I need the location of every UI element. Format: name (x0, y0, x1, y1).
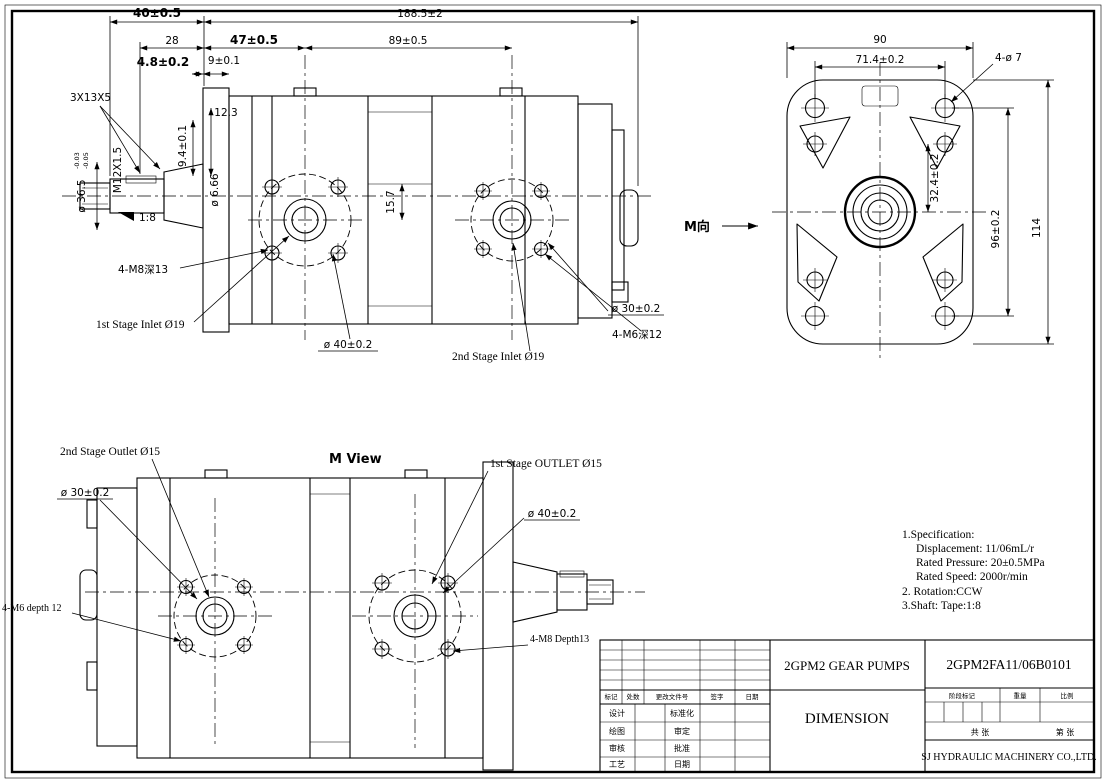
note-line-5: 2. Rotation:CCW (902, 586, 983, 598)
sheet-title: DIMENSION (805, 711, 889, 727)
row-check: 审核 (609, 743, 625, 753)
dim-40: 40±0.5 (133, 6, 181, 20)
view-direction-label: M向 (684, 219, 710, 235)
dim-15-7: 15.7 (385, 190, 397, 213)
inlet1-label: 1st Stage Inlet Ø19 (96, 319, 185, 331)
row-date: 日期 (674, 760, 690, 769)
dim-47: 47±0.5 (230, 33, 278, 47)
dim-12-3: 12.3 (214, 107, 237, 119)
shaft-tolerance-lower: -0.05 (82, 152, 90, 169)
stage2-outlet-port (173, 574, 257, 658)
col-sign: 签字 (711, 692, 725, 701)
drawing-number: 2GPM2FA11/06B0101 (946, 657, 1071, 672)
row-draw: 绘图 (609, 726, 625, 736)
note-line-3: Rated Pressure: 20±0.5MPa (916, 557, 1045, 569)
m-view-title: M View (329, 452, 382, 467)
dim-90: 90 (873, 34, 886, 46)
shaft-bore-circles (843, 175, 917, 249)
m-port2-diameter-label: ø 30±0.2 (61, 487, 110, 499)
dim-89: 89±0.5 (389, 35, 428, 47)
view-direction-marker: M向 (684, 219, 758, 235)
note-line-2: Displacement: 11/06mL/r (916, 543, 1034, 555)
note-line-6: 3.Shaft: Tape:1:8 (902, 600, 981, 612)
port1-diameter-label: ø 40±0.2 (324, 339, 373, 351)
flange-view-dimensions: 90 71.4±0.2 4-ø 7 32.4±0.2 96±0.2 114 (786, 34, 1054, 345)
inner-tapped-holes (803, 132, 957, 292)
row-process: 工艺 (609, 760, 625, 769)
stage-mark-header: 阶段标记 (949, 691, 976, 700)
keyway-label: 3X13X5 (70, 92, 111, 104)
m-view-body-profile (79, 461, 514, 771)
m-tap-m8-label: 4-M8 Depth13 (530, 634, 589, 645)
scale-header: 比例 (1061, 691, 1074, 700)
dim-114: 114 (1031, 218, 1043, 238)
m-view-labels: 2nd Stage Outlet Ø15 M View 1st Stage OU… (2, 446, 602, 653)
row-ratify: 批准 (674, 743, 690, 753)
m-port1-diameter-label: ø 40±0.2 (528, 508, 577, 520)
dim-96: 96±0.2 (990, 210, 1002, 249)
dim-9-4: 9.4±0.1 (177, 125, 189, 167)
port2-diameter-label: ø 30±0.2 (612, 303, 661, 315)
shaft-tolerance-upper: -0.03 (73, 152, 81, 169)
company-name: SJ HYDRAULIC MACHINERY CO.,LTD. (921, 752, 1096, 763)
row-standardization: 标准化 (670, 708, 694, 718)
sheet-number: 第 张 (1056, 727, 1075, 737)
m-view: 2nd Stage Outlet Ø15 M View 1st Stage OU… (2, 446, 645, 771)
sheet-border (4, 4, 1102, 779)
m-view-shaft-profile (512, 561, 614, 623)
pilot-diameter-label: ø 6.66 (209, 173, 221, 206)
side-view-dimensions: 40±0.5 188.5±2 28 47±0.5 89±0.5 4.8±0.2 … (70, 6, 664, 363)
dim-71-4: 71.4±0.2 (856, 54, 905, 66)
col-mark: 标记 (605, 692, 619, 701)
dim-4-8: 4.8±0.2 (137, 55, 190, 69)
flange-relief-pockets (796, 116, 964, 302)
note-line-4: Rated Speed: 2000r/min (916, 571, 1028, 583)
col-count: 处数 (627, 692, 641, 701)
stage2-inlet-port (470, 178, 554, 262)
outlet1-label: 1st Stage OUTLET Ø15 (490, 458, 602, 470)
col-doc: 更改文件号 (656, 692, 689, 701)
col-date: 日期 (746, 693, 760, 701)
inlet2-label: 2nd Stage Inlet Ø19 (452, 351, 545, 363)
pump-body-profile (202, 87, 639, 333)
dim-9: 9±0.1 (208, 55, 240, 67)
taper-symbol (118, 212, 134, 221)
tap-m8-label: 4-M8深13 (118, 264, 168, 276)
outlet2-label: 2nd Stage Outlet Ø15 (60, 446, 160, 458)
weight-header: 重量 (1014, 692, 1028, 700)
row-design: 设计 (609, 708, 625, 718)
product-name: 2GPM2 GEAR PUMPS (784, 658, 910, 673)
m-tap-m6-label: 4-M6 depth 12 (2, 603, 61, 614)
specification-notes: 1.Specification: Displacement: 11/06mL/r… (902, 529, 1045, 612)
side-view: 40±0.5 188.5±2 28 47±0.5 89±0.5 4.8±0.2 … (62, 6, 664, 363)
row-approve: 审定 (674, 726, 690, 736)
title-block: 标记 处数 更改文件号 签字 日期 设计 标准化 绘图 审定 审核 批准 工艺 … (599, 639, 1097, 773)
corner-holes-label: 4-ø 7 (995, 52, 1022, 64)
dim-32-4: 32.4±0.2 (929, 154, 941, 203)
stage1-inlet-port (258, 173, 352, 267)
stage1-outlet-port (368, 569, 462, 663)
dim-total-length: 188.5±2 (397, 8, 443, 20)
taper-label: 1:8 (139, 212, 156, 224)
dim-28: 28 (165, 35, 178, 47)
shaft-diameter-label: ø 36.5 (76, 179, 88, 212)
sheets-total: 共 张 (971, 728, 990, 737)
flange-view: 90 71.4±0.2 4-ø 7 32.4±0.2 96±0.2 114 (772, 34, 1054, 358)
shaft-diameter-dim: ø 36.5 -0.03 -0.05 (73, 152, 90, 212)
note-line-1: 1.Specification: (902, 529, 975, 541)
thread-label: M12X1.5 (112, 147, 124, 193)
tap-m6-label: 4-M6深12 (612, 329, 662, 341)
